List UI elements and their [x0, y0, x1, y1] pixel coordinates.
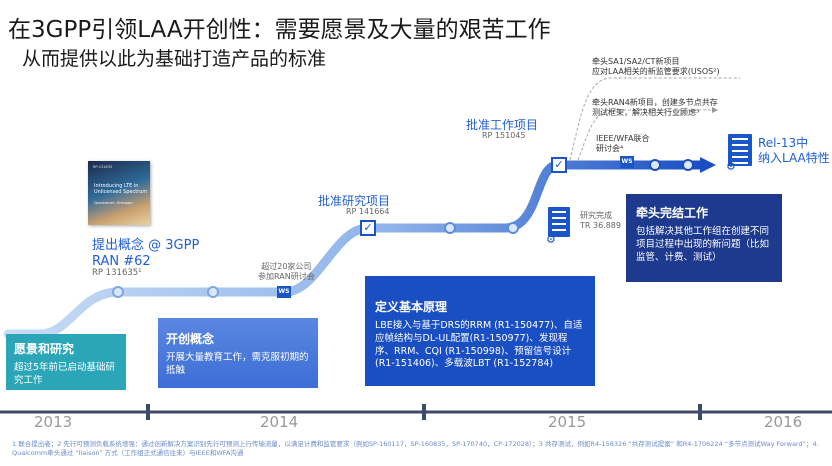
- gear-icon: ⚙: [726, 160, 736, 173]
- workshop-badge: WS: [277, 286, 291, 298]
- gear-icon: ⚙: [546, 233, 556, 246]
- page-title: 在3GPP引领LAA开创性：需要愿景及大量的艰苦工作: [8, 17, 551, 43]
- milestone-work-item-ref: RP 151045: [482, 131, 526, 140]
- dot-2015c: [649, 159, 661, 171]
- milestone-study-complete: 研究完成 TR 36.889: [580, 211, 621, 230]
- cover-header: RP-131635: [93, 165, 113, 169]
- check-icon: ✓: [360, 220, 376, 236]
- milestone-study-item-title: 批准研究项目: [318, 194, 391, 208]
- box-pioneer: 开创概念 开展大量教育工作，需克服初期的抵触: [158, 318, 318, 388]
- box-research: 愿景和研究 超过5年前已启动基础研究工作: [6, 334, 126, 390]
- year-label: 2015: [548, 413, 587, 431]
- year-label: 2016: [764, 413, 803, 431]
- dot-mid2014: [207, 286, 219, 298]
- milestone-sa-item: 牵头SA1/SA2/CT新项目 应对LAA相关的新监管要求(USOS²): [592, 57, 720, 77]
- paper-cover-image: RP-131635 Introducing LTE in Unlicensed …: [88, 161, 150, 225]
- dot-2015d: [682, 159, 694, 171]
- box-complete: 牵头完结工作 包括解决其他工作组在创建不同项目过程中出现的新问题（比如监管、计费…: [626, 194, 782, 282]
- milestone-work-item-title: 批准工作项目: [466, 118, 539, 132]
- milestone-ran4-item: 牵头RAN4新项目，创建多节点共存 测试框架，解决相关行业顾虑³: [592, 98, 718, 118]
- milestone-study-item-ref: RP 141664: [346, 207, 390, 216]
- milestone-proposal-title: 提出概念 @ 3GPP RAN #62: [92, 238, 200, 269]
- box-principles: 定义基本原理 LBE接入与基于DRS的RRM (R1-150477)、自适应帧结…: [365, 276, 595, 386]
- cover-subtitle: Qualcomm, Ericsson: [94, 200, 133, 205]
- milestone-workshop: 超过20家公司 参加RAN研讨会: [258, 262, 315, 281]
- footnote: 1 联合提出者；2 先行可预测负载系统增强：通过创新解决方案识别先行可预测上行传…: [12, 440, 819, 458]
- cover-title: Introducing LTE in Unlicensed Spectrum: [94, 183, 148, 195]
- progress-path: [3, 160, 705, 339]
- progress-arrow: [700, 157, 716, 173]
- milestone-ieee-ws: IEEE/WFA联合 研讨会⁴: [596, 134, 650, 153]
- check-icon: ✓: [551, 157, 567, 173]
- dot-2015b: [507, 222, 519, 234]
- year-label: 2013: [34, 413, 73, 431]
- ieee-workshop-badge: WS: [620, 156, 634, 168]
- milestone-rel13: Rel-13中 纳入LAA特性: [758, 136, 830, 165]
- milestone-proposal-ref: RP 131635¹: [92, 268, 142, 278]
- document-icon: [548, 207, 570, 237]
- dot-2015a: [444, 222, 456, 234]
- document-icon: [728, 134, 752, 166]
- year-label: 2014: [260, 413, 299, 431]
- branch-sa: [569, 77, 740, 161]
- page-subtitle: 从而提供以此为基础打造产品的标准: [22, 48, 327, 70]
- dot-proposal: [112, 286, 124, 298]
